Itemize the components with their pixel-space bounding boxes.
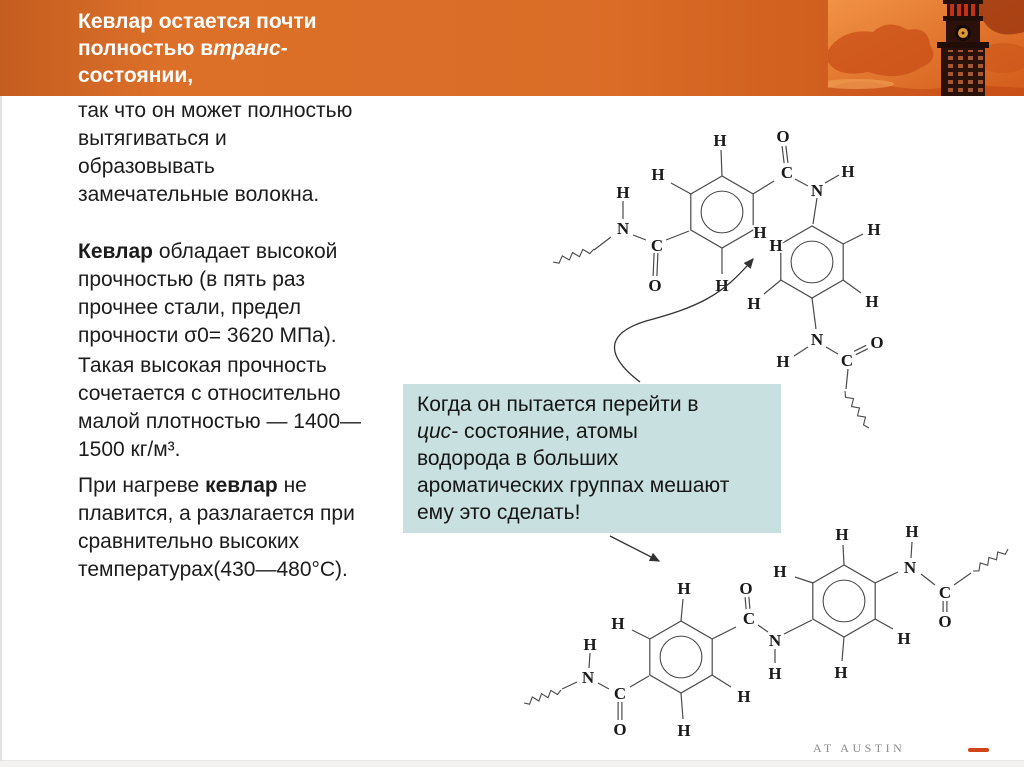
svg-text:H: H <box>897 629 910 648</box>
svg-text:H: H <box>677 721 690 740</box>
svg-text:H: H <box>715 276 728 295</box>
svg-text:C: C <box>614 684 626 703</box>
svg-text:N: N <box>582 668 595 687</box>
svg-text:H: H <box>753 223 766 242</box>
svg-text:H: H <box>865 292 878 311</box>
svg-text:H: H <box>768 664 781 683</box>
svg-text:O: O <box>739 579 752 598</box>
cloud-shape <box>828 24 934 77</box>
svg-text:C: C <box>939 583 951 602</box>
svg-text:H: H <box>769 236 782 255</box>
svg-text:O: O <box>648 276 661 295</box>
svg-text:O: O <box>870 333 883 352</box>
svg-text:H: H <box>905 522 918 541</box>
bottom-strip <box>0 760 1024 767</box>
svg-text:N: N <box>769 631 782 650</box>
svg-text:H: H <box>611 614 624 633</box>
svg-text:H: H <box>773 562 786 581</box>
at-austin-wordmark: AT AUSTIN <box>813 741 906 755</box>
svg-text:H: H <box>677 579 690 598</box>
cloud-highlight <box>828 79 894 89</box>
svg-text:H: H <box>867 220 880 239</box>
tower-silhouette <box>937 0 989 96</box>
svg-text:H: H <box>747 294 760 313</box>
svg-text:H: H <box>841 162 854 181</box>
svg-text:H: H <box>776 352 789 371</box>
svg-text:N: N <box>904 558 917 577</box>
svg-text:H: H <box>737 687 750 706</box>
svg-text:O: O <box>938 612 951 631</box>
ut-tower-artwork <box>828 0 1024 96</box>
cloud-shape <box>976 0 1024 35</box>
svg-text:O: O <box>776 127 789 146</box>
accent-dash <box>968 748 989 752</box>
svg-text:N: N <box>617 219 630 238</box>
svg-text:H: H <box>616 183 629 202</box>
svg-text:C: C <box>743 609 755 628</box>
svg-text:H: H <box>651 165 664 184</box>
svg-text:N: N <box>811 330 824 349</box>
svg-text:H: H <box>583 635 596 654</box>
svg-text:H: H <box>713 131 726 150</box>
tower-windows <box>944 50 984 94</box>
cloud-shape <box>975 43 1024 73</box>
svg-text:C: C <box>841 351 853 370</box>
svg-text:H: H <box>834 663 847 682</box>
svg-text:N: N <box>811 181 824 200</box>
slide-left-edge <box>0 96 2 761</box>
svg-text:C: C <box>781 163 793 182</box>
svg-text:H: H <box>835 525 848 544</box>
svg-text:C: C <box>651 236 663 255</box>
svg-text:O: O <box>613 720 626 739</box>
